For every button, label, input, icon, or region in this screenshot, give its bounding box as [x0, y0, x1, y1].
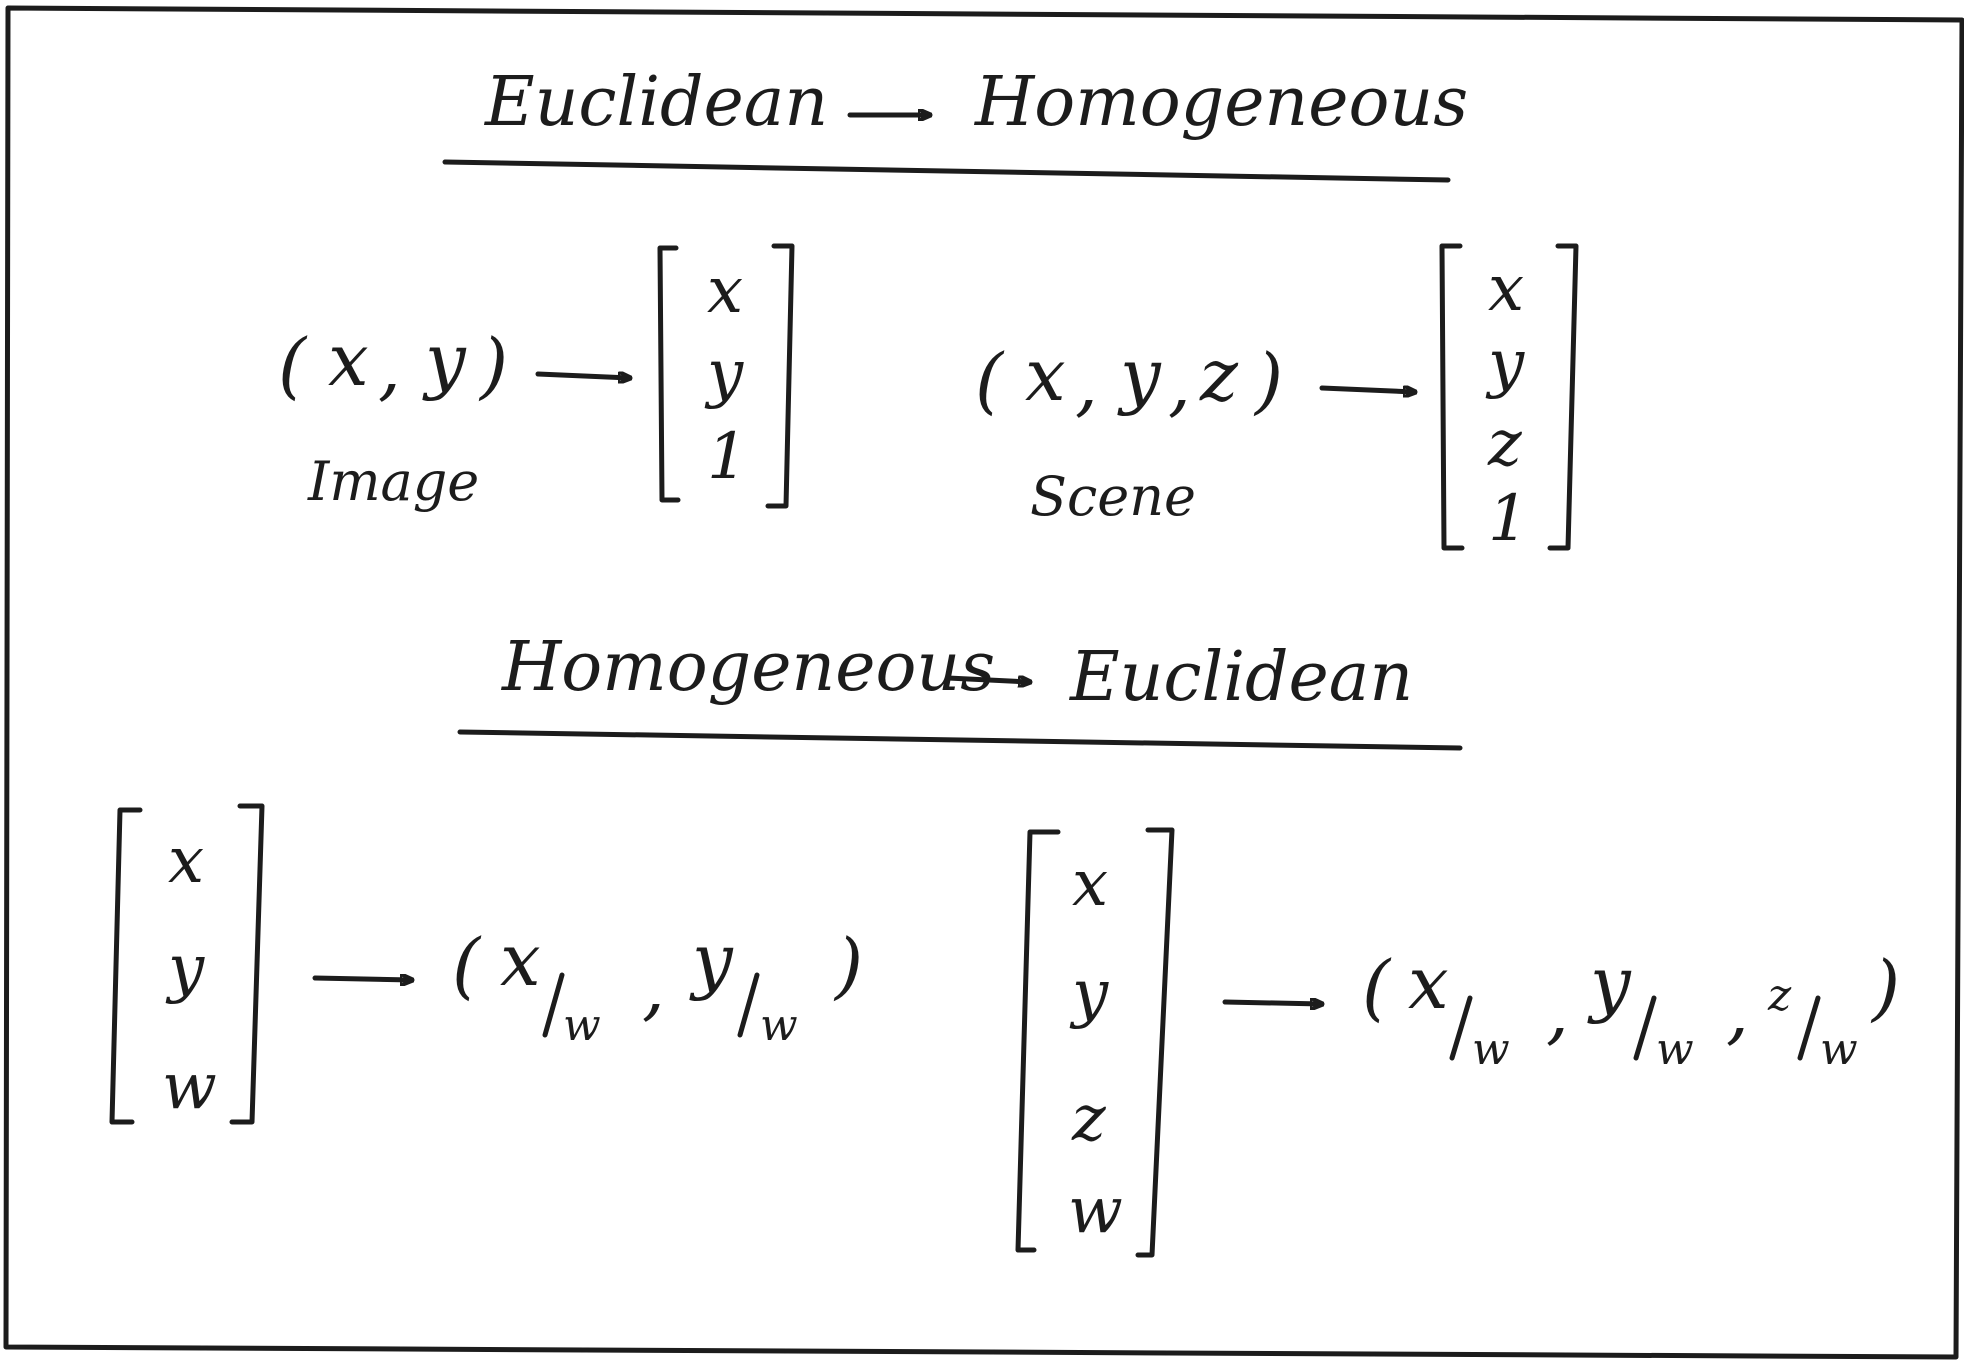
- scene-caption: Scene: [1030, 465, 1196, 528]
- svg-text:(: (: [452, 923, 482, 1007]
- vector-entry: z: [1487, 407, 1523, 481]
- scene-dehomog-arrow: [1222, 1002, 1325, 1004]
- image-tuple: ( x , y ): [278, 318, 508, 409]
- svg-text:,: ,: [1726, 969, 1749, 1053]
- svg-text:,: ,: [1546, 969, 1569, 1053]
- section-euclidean-to-homogeneous: Euclidean Homogeneous ( x , y ) Image x …: [278, 63, 1579, 556]
- fraction-slash: [737, 972, 760, 1038]
- image-euclidean-result: ( x w , y w ): [452, 918, 863, 1051]
- image-homogeneous-vector: x y 1: [657, 243, 795, 509]
- scene-euclidean-result: ( x w , y w , z w ): [1362, 941, 1900, 1075]
- vector-entry: w: [1068, 1174, 1123, 1248]
- result-divisor: w: [1820, 1024, 1858, 1075]
- image-arrow: [535, 374, 633, 378]
- svg-text:(: (: [1362, 945, 1392, 1029]
- heading-1-right: Homogeneous: [973, 63, 1468, 142]
- scene-homogeneous-vector: x y z 1: [1439, 243, 1579, 556]
- heading-2-left: Homogeneous: [500, 628, 995, 707]
- vector-entry: 1: [1488, 482, 1529, 556]
- image-dehomog-arrow: [312, 978, 415, 980]
- tuple-z: z: [1199, 333, 1239, 417]
- right-bracket: [1547, 243, 1579, 551]
- svg-text:,: ,: [378, 325, 401, 409]
- right-bracket: [765, 243, 795, 509]
- scene-vector: x y z w: [1015, 827, 1175, 1258]
- section-homogeneous-to-euclidean: Homogeneous Euclidean x y w ( x w , y w …: [109, 628, 1900, 1258]
- vector-entry: y: [1485, 327, 1525, 401]
- left-bracket: [109, 807, 143, 1125]
- scene-tuple: ( x , y , z ): [975, 333, 1283, 425]
- result-numerator: x: [1408, 941, 1449, 1025]
- svg-text:): ): [1870, 945, 1900, 1029]
- vector-entry: z: [1071, 1082, 1107, 1156]
- vector-entry: x: [1488, 252, 1524, 326]
- result-numerator: z: [1767, 970, 1792, 1021]
- heading-2-arrow: [945, 678, 1033, 682]
- right-bracket: [229, 803, 265, 1125]
- vector-entry: x: [168, 824, 204, 898]
- vector-entry: y: [165, 932, 205, 1006]
- image-vector: x y w: [109, 803, 265, 1125]
- tuple-y: y: [422, 318, 467, 402]
- left-bracket: [657, 245, 681, 503]
- tuple-x: x: [328, 318, 369, 402]
- vector-entry: y: [704, 337, 744, 411]
- vector-entry: 1: [707, 420, 748, 494]
- svg-text:,: ,: [642, 945, 665, 1029]
- fraction-slash: [1449, 995, 1473, 1061]
- result-divisor: w: [563, 1000, 601, 1051]
- tuple-y: y: [1117, 333, 1162, 417]
- vector-entry: x: [1072, 847, 1108, 921]
- right-bracket: [1135, 827, 1175, 1258]
- vector-entry: w: [162, 1050, 217, 1124]
- fraction-slash: [542, 972, 565, 1038]
- diagram-border: [3, 5, 1964, 1360]
- svg-text:): ): [478, 323, 508, 407]
- result-divisor: w: [1656, 1024, 1694, 1075]
- svg-text:): ): [833, 923, 863, 1007]
- svg-text:(: (: [975, 338, 1005, 422]
- heading-2-underline: [457, 729, 1463, 751]
- fraction-slash: [1797, 995, 1821, 1061]
- heading-2-right: Euclidean: [1068, 638, 1413, 717]
- result-numerator: y: [689, 918, 734, 1002]
- scene-arrow: [1319, 388, 1418, 392]
- svg-text:,: ,: [1075, 341, 1098, 425]
- result-divisor: w: [760, 1000, 798, 1051]
- image-caption: Image: [307, 450, 479, 513]
- svg-text:,: ,: [1168, 341, 1191, 425]
- result-numerator: y: [1587, 941, 1632, 1025]
- left-bracket: [1015, 829, 1061, 1253]
- heading-1-left: Euclidean: [483, 63, 828, 142]
- heading-1-underline: [442, 159, 1451, 183]
- result-divisor: w: [1472, 1024, 1510, 1075]
- fraction-slash: [1633, 995, 1657, 1061]
- vector-entry: x: [707, 254, 743, 328]
- left-bracket: [1439, 243, 1465, 551]
- tuple-x: x: [1025, 333, 1066, 417]
- svg-text:(: (: [278, 323, 308, 407]
- svg-text:): ): [1253, 338, 1283, 422]
- vector-entry: y: [1069, 957, 1109, 1031]
- result-numerator: x: [500, 918, 541, 1002]
